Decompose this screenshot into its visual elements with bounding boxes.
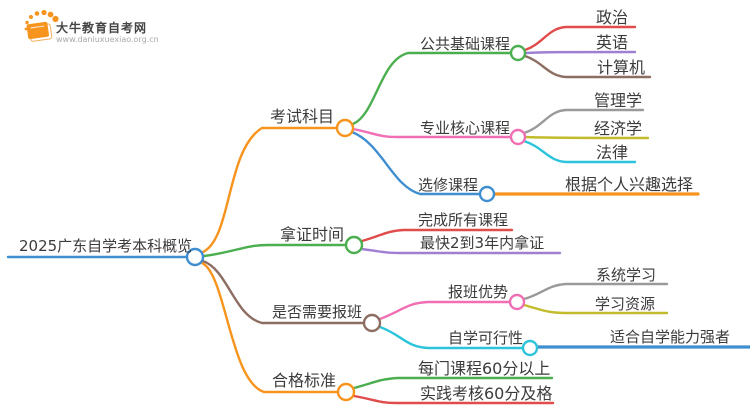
logo-sunburst-icon — [24, 9, 59, 31]
edge-public-basic-courses — [351, 51, 512, 126]
edge-each-course-60-plus — [352, 376, 554, 390]
edge-exam-subjects — [201, 126, 338, 254]
node-label-english: 英语 — [596, 33, 629, 52]
node-label-suit-strong-self-learners: 适合自学能力强者 — [610, 328, 731, 346]
edge-learning-resources — [522, 303, 669, 315]
node-label-class-advantages: 报班优势 — [448, 283, 509, 301]
node-label-politics: 政治 — [596, 8, 629, 27]
edge-law — [522, 139, 637, 164]
node-label-fastest-2-3-years: 最快2到3年内拿证 — [420, 234, 545, 252]
edge-systematic-learning — [522, 282, 669, 301]
node-label-public-basic-courses: 公共基础课程 — [420, 35, 511, 53]
node-circle-elective-courses — [478, 185, 496, 203]
node-label-systematic-learning: 系统学习 — [596, 266, 657, 284]
edge-elective-courses — [350, 130, 481, 196]
node-label-learning-resources: 学习资源 — [595, 295, 656, 313]
node-circle-root — [185, 247, 205, 267]
edge-passing-standard — [200, 261, 340, 394]
node-label-law: 法律 — [596, 143, 629, 162]
node-circle-certificate-time — [344, 235, 364, 255]
edge-complete-all-courses — [360, 228, 514, 243]
edge-fastest-2-3-years — [360, 247, 562, 255]
node-label-elective-courses: 选修课程 — [418, 176, 479, 194]
node-label-each-course-60-plus: 每门课程60分以上 — [418, 359, 551, 378]
node-circle-core-major-courses — [509, 128, 527, 146]
node-label-root: 2025广东自学考本科概览 — [19, 237, 193, 255]
logo-url: www.daniuxuexiao.org.cn — [56, 35, 159, 44]
edge-politics — [523, 25, 637, 52]
edge-certificate-time — [202, 243, 348, 258]
node-label-core-major-courses: 专业核心课程 — [420, 119, 511, 137]
edge-english — [524, 50, 637, 55]
node-label-certificate-time: 拿证时间 — [280, 225, 345, 244]
node-circle-class-advantages — [508, 293, 526, 311]
node-label-management: 管理学 — [594, 91, 643, 110]
node-label-passing-standard: 合格标准 — [272, 371, 337, 390]
node-label-complete-all-courses: 完成所有课程 — [418, 211, 509, 229]
logo-book-icon — [26, 21, 53, 42]
edge-economics — [523, 135, 650, 140]
node-label-choose-by-interest: 根据个人兴趣选择 — [565, 175, 694, 194]
logo-title: 大牛教育自考网 — [56, 21, 148, 35]
node-label-exam-subjects: 考试科目 — [270, 107, 335, 126]
node-circle-public-basic-courses — [509, 44, 527, 62]
node-circle-passing-standard — [336, 382, 356, 402]
node-label-practical-60-pass: 实践考核60分及格 — [420, 384, 553, 403]
node-label-computer: 计算机 — [597, 58, 646, 77]
edge-need-class-or-not — [201, 259, 366, 325]
edge-practical-60-pass — [352, 394, 555, 405]
edge-computer — [523, 54, 652, 79]
node-circle-self-study-feasibility — [521, 339, 539, 357]
edge-self-study-feasibility — [378, 325, 524, 350]
edge-management — [522, 108, 645, 135]
edge-core-major-courses — [351, 127, 512, 139]
node-circle-exam-subjects — [335, 118, 355, 138]
node-label-self-study-feasibility: 自学可行性 — [448, 329, 524, 347]
node-circle-need-class-or-not — [362, 313, 382, 333]
edge-class-advantages — [378, 300, 512, 321]
node-label-economics: 经济学 — [594, 119, 643, 138]
node-label-need-class-or-not: 是否需要报班 — [272, 303, 363, 321]
